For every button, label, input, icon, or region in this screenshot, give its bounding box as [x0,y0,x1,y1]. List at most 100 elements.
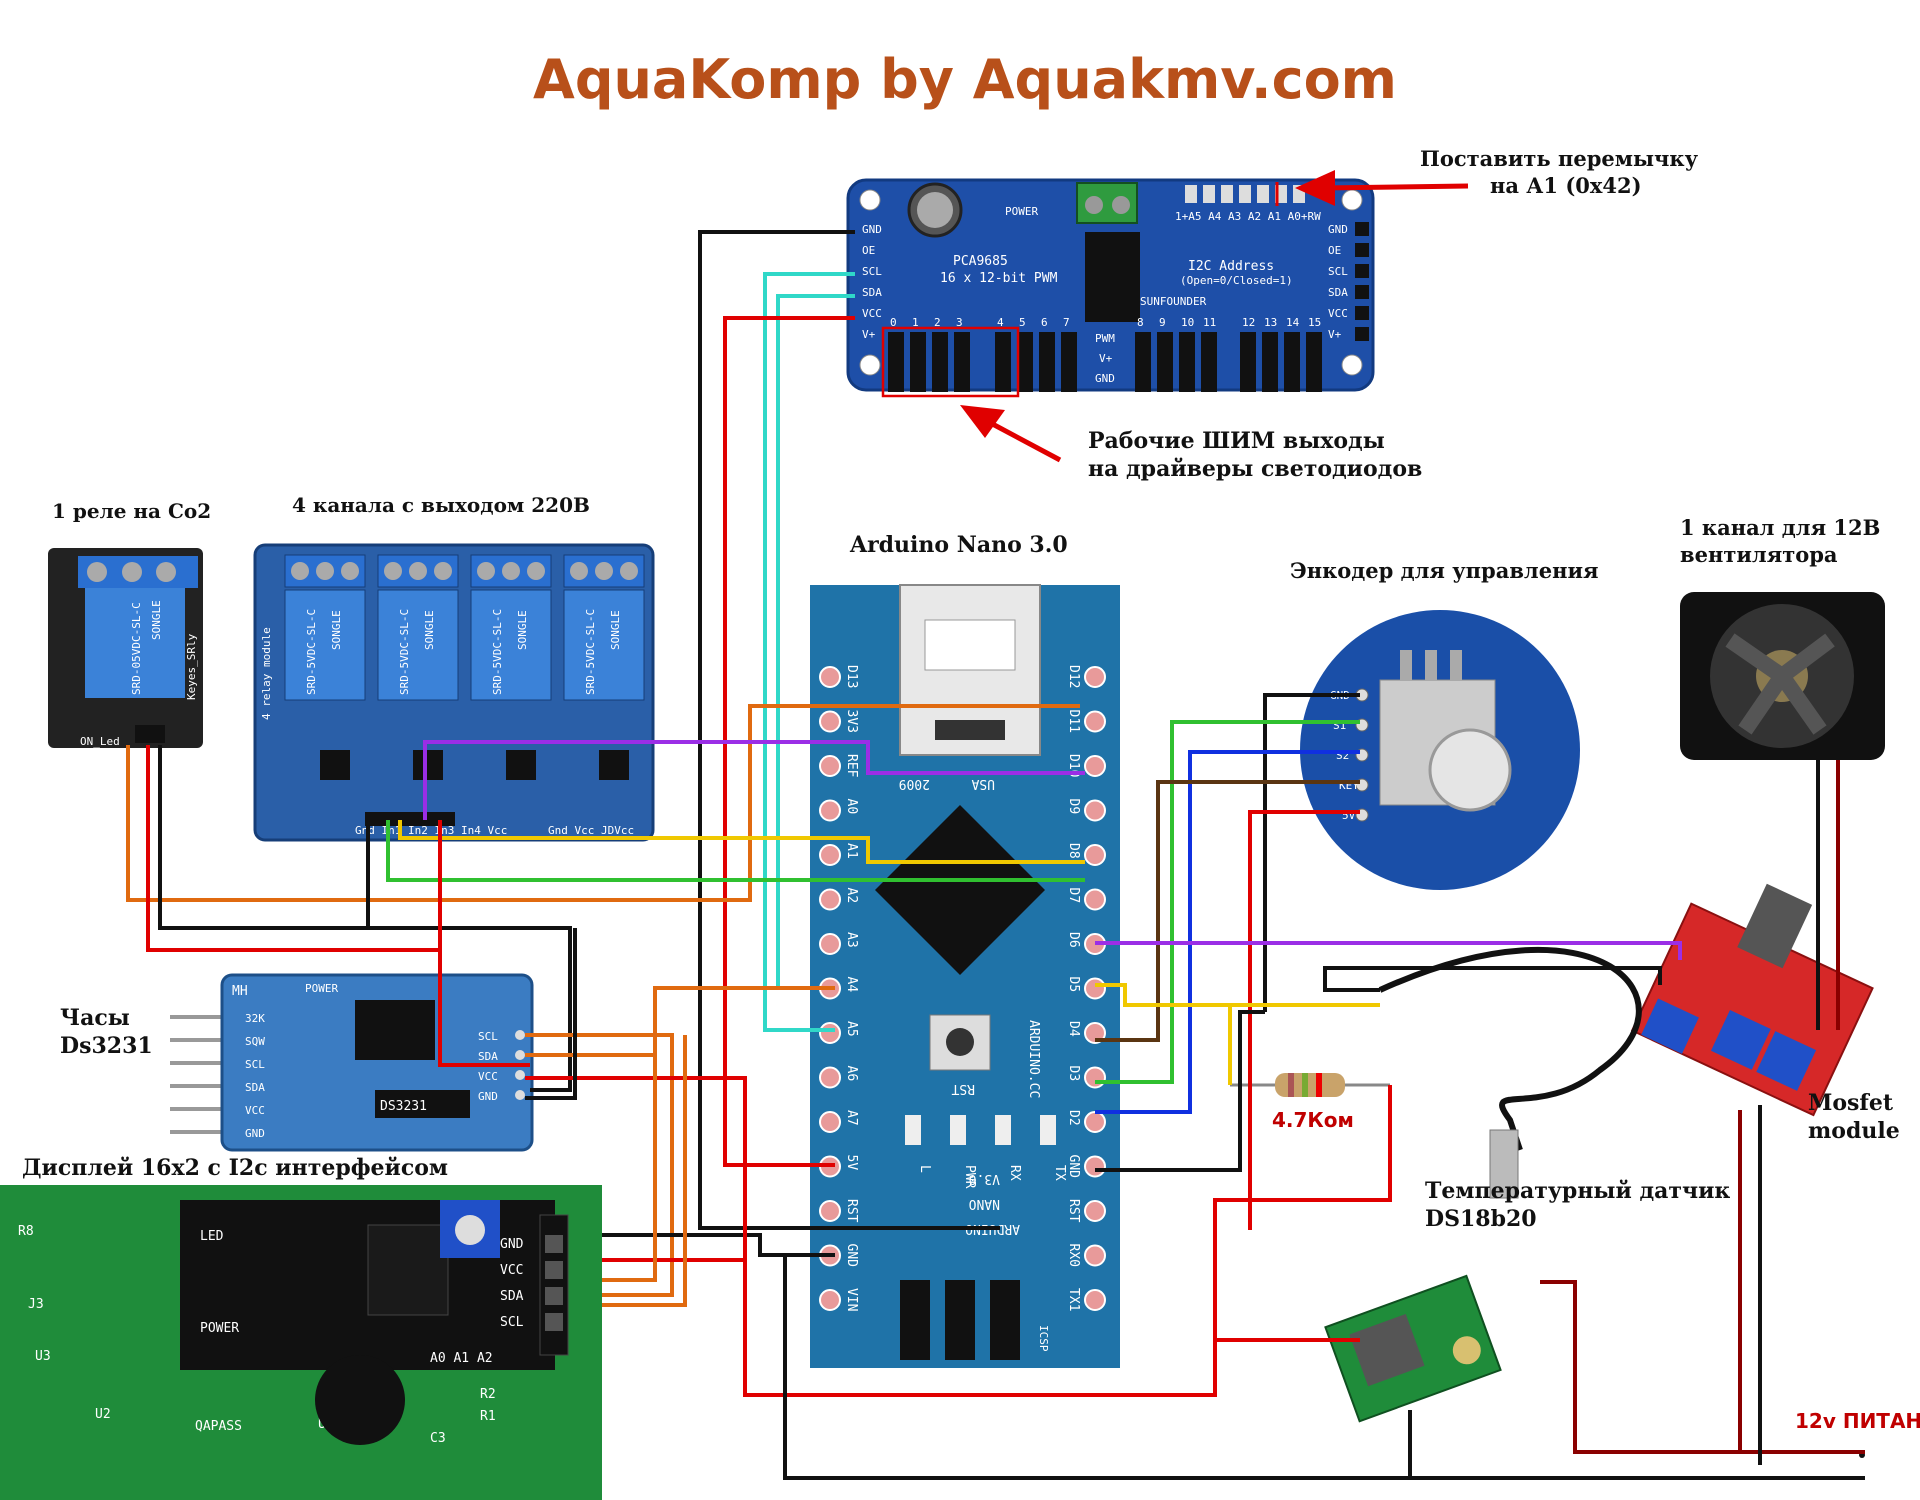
pwm-arrow-line [983,417,1062,463]
pca-right-pin-sda: SDA [1328,286,1348,299]
pca-channel-5: 5 [1019,316,1026,329]
pca-header-column [1240,332,1256,392]
lcd-brand: QAPASS [195,1419,242,1434]
wire-enc-5v [1248,810,1360,1230]
nano-right-label-gnd: GND [1066,1155,1081,1179]
lcd-j3: J3 [28,1297,44,1312]
rtc-chip-label: DS3231 [380,1099,427,1114]
nano-left-label-vin: VIN [844,1288,859,1311]
nano-right-label-d3: D3 [1066,1066,1081,1082]
atmega-chip [875,805,1045,975]
rtc-ds3231-module: Часы Ds3231 MH POWER DS3231 32KSQWSCLSDA… [60,973,534,1152]
relay4-relay-body [563,589,645,701]
nano-right-label-d9: D9 [1066,799,1081,815]
nano-pad-a5 [819,1022,841,1044]
dc-dc-converter [1324,1274,1502,1423]
nano-right-label-tx1: TX1 [1066,1288,1081,1311]
nano-left-label-a7: A7 [844,1110,859,1126]
pca-row-gnd: GND [1095,372,1115,385]
pwm-arrow-head [960,405,1005,438]
lcd-u3: U3 [35,1349,51,1364]
nano-pad-gnd [1084,1155,1106,1178]
relay4-screw [595,562,613,580]
pca-header-column [1262,332,1278,392]
pca-left-pin-v+: V+ [862,328,876,341]
lcd-r1: R1 [480,1409,496,1424]
relay4-relay-text: SRD-5VDC-SL-C [491,609,504,695]
arduino-nano-board: Arduino Nano 3.0 USA 2009 RST ARDUINO.CC… [810,532,1120,1368]
wire-resistor-red [1213,1085,1392,1230]
rtc-right-pad [515,1030,525,1040]
pca-channel-11: 11 [1203,316,1216,329]
pca-channel-14: 14 [1286,316,1300,329]
nano-right-label-d4: D4 [1066,1021,1081,1037]
nano-pad-d2 [1084,1111,1106,1133]
nano-led-label-tx: TX [1052,1165,1067,1181]
relay4-relay-body [377,589,459,701]
rtc-left-label-scl: SCL [245,1058,265,1071]
arduino-rst-label: RST [951,1081,975,1096]
nano-led-tx [1040,1115,1056,1145]
rtc-right-pad [515,1050,525,1060]
nano-pad-d13 [819,666,841,688]
lcd-r2: R2 [480,1387,496,1402]
rtc-left-label-vcc: VCC [245,1104,265,1117]
pca-header-column [1157,332,1173,392]
nano-left-label-a6: A6 [844,1066,859,1082]
wire-d6-mosfet [1095,941,1682,960]
encoder-label: Энкодер для управления [1290,558,1599,583]
pca9685-chip [1085,232,1140,322]
pca-row-vplus: V+ [1099,352,1113,365]
nano-left-label-5v: 5V [844,1155,859,1171]
relay1-body [85,588,185,698]
icsp-header [900,1280,1020,1360]
pca-address-pins: 1+A5 A4 A3 A2 A1 A0+RW [1175,210,1321,223]
nano-pad-3v3 [819,710,841,733]
mosfet-module: Mosfet module [1630,883,1900,1144]
fan-module: 1 канал для 12В вентилятора [1680,515,1885,760]
lcd-pin-label-sda: SDA [500,1289,524,1304]
wire-relay4-yellow [398,820,1085,864]
pca-header-column [888,332,904,392]
nano-right-label-d8: D8 [1066,843,1081,859]
pca9685-board: 1+A5 A4 A3 A2 A1 A0+RW POWER PCA9685 16 … [846,178,1375,398]
wire-enc-s1 [1095,720,1360,1084]
pca-pwm-headers [888,332,1322,392]
relay4-relay-brand: SONGLE [609,610,622,650]
pca-channel-1: 1 [912,316,919,329]
lcd-i2c-module: Дисплей 16х2 с I2c интерфейсом LED POWER… [0,1155,602,1500]
nano-pad-rst [819,1200,841,1222]
arduino-year: 2009 [899,776,930,791]
nano-right-label-rx0: RX0 [1066,1244,1081,1267]
arduino-ver2: NANO [969,1196,1000,1211]
temp-label-2: DS18b20 [1425,1206,1537,1232]
jumper-label-1: Поставить перемычку [1420,146,1699,171]
pca-left-pin-vcc: VCC [862,307,882,320]
pca-left-pin-oe: OE [862,244,875,257]
nano-pad-d10 [1084,755,1106,777]
single-relay-module: 1 реле на Co2 SRD-05VDC-SL-C SONGLE Keye… [48,499,211,748]
rtc-left-label-32k: 32K [245,1012,265,1025]
lcd-pin [545,1287,563,1305]
pca-header-column [932,332,948,392]
wire-enc-s2 [1095,750,1360,1114]
nano-pad-d7 [1084,888,1106,911]
mosfet-label-1: Mosfet [1808,1090,1894,1116]
nano-pad-d3 [1084,1066,1106,1089]
pca-header-column [1039,332,1055,392]
pca-right-pin-oe: OE [1328,244,1341,257]
pca-channel-0: 0 [890,316,897,329]
pca-header-column [910,332,926,392]
nano-left-label-a2: A2 [844,888,859,904]
relay4-optocoupler [506,750,536,780]
wires [126,230,1865,1480]
fan-label-2: вентилятора [1680,542,1838,567]
nano-led-pwr [950,1115,966,1145]
mosfet-label-2: module [1808,1118,1900,1144]
relay4-jd-labels: Gnd Vcc JDVcc [548,824,634,837]
nano-left-label-ref: REF [844,754,859,778]
relay4-screw [316,562,334,580]
nano-left-label-rst: RST [844,1199,859,1223]
